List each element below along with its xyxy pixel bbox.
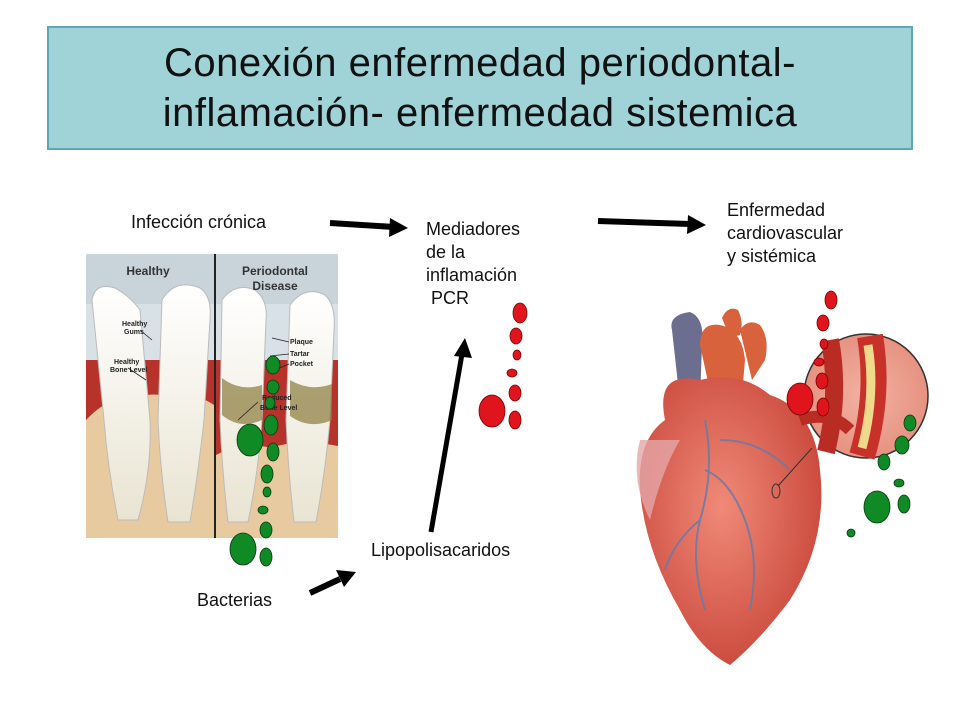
tooth-label: Healthy <box>114 359 139 366</box>
tooth-label: Tartar <box>290 351 310 358</box>
bacteria-dot <box>846 528 856 538</box>
label-mediadores-line: inflamación <box>426 265 518 285</box>
bacteria-dot <box>893 478 905 488</box>
artery-detail <box>798 333 887 460</box>
bacteria-dots <box>229 355 917 567</box>
healthy-tooth-left <box>91 286 151 521</box>
aorta-branch <box>722 308 742 338</box>
bacteria-dot <box>260 464 274 484</box>
label-bacterias: Bacterias <box>197 590 273 610</box>
tartar <box>290 380 332 425</box>
bacteria-dot <box>264 396 276 410</box>
label-enfermedad: Enfermedad cardiovascular y sistémica <box>727 199 843 268</box>
label-pcr: PCR <box>426 288 470 308</box>
mediator-dot <box>815 372 829 390</box>
mediator-dot <box>819 338 829 350</box>
bacteria-dot <box>229 532 257 566</box>
mediator-dot <box>512 302 528 324</box>
tooth-label: Bone Level <box>110 367 147 374</box>
tooth-label: Reduced <box>262 395 292 402</box>
bacteria-dot <box>265 355 281 375</box>
tooth-illustration: Healthy Periodontal Disease Healthy Gums… <box>86 254 338 538</box>
label-lipopolisacaridos: Lipopolisacaridos <box>371 540 511 560</box>
tooth-label: Plaque <box>290 339 313 346</box>
tooth-label: Gums <box>124 329 144 336</box>
mediator-dots <box>478 290 838 430</box>
arrows <box>308 215 706 596</box>
tooth-label: Pocket <box>290 361 314 368</box>
mediator-dot <box>478 394 506 428</box>
mediator-dot <box>508 384 522 402</box>
bacteria-dot <box>863 490 891 524</box>
bacteria-dot <box>259 521 273 539</box>
arrow-mediadores-to-enfermedad <box>597 215 706 234</box>
healthy-tooth-right <box>157 284 211 523</box>
mediator-dot <box>816 314 830 332</box>
title-line-2: inflamación- enfermedad sistemica <box>162 91 798 135</box>
label-enfermedad-line: Enfermedad <box>727 200 826 220</box>
bacteria-dot <box>257 505 269 515</box>
aorta-branch <box>740 322 767 380</box>
label-infeccion-cronica: Infección crónica <box>131 212 267 232</box>
mediator-dot <box>508 410 522 430</box>
tooth-header-periodontal: Periodontal <box>242 264 308 278</box>
tooth-header-healthy: Healthy <box>126 264 170 278</box>
bacteria-dot <box>266 442 280 462</box>
arrow-lipopolisacaridos-to-pcr <box>428 338 472 533</box>
bacteria-dot <box>262 486 272 498</box>
label-enfermedad-line: y sistémica <box>727 246 817 266</box>
title-box: Conexión enfermedad periodontal- inflama… <box>47 26 913 150</box>
mediator-dot <box>824 290 838 310</box>
bacteria-dot <box>897 494 911 514</box>
tooth-label: Bone Level <box>260 405 297 412</box>
label-mediadores-line: de la <box>426 242 466 262</box>
title-line-1: Conexión enfermedad periodontal- <box>164 41 796 85</box>
mediator-dot <box>506 368 518 378</box>
bacteria-dot <box>877 453 891 471</box>
bacteria-dot <box>266 379 280 395</box>
mediator-dot <box>816 397 830 417</box>
mediator-dot <box>813 357 825 367</box>
bacteria-dot <box>236 423 264 457</box>
mediator-dot <box>786 382 814 416</box>
tartar <box>222 378 262 424</box>
arrow-bacterias-to-lipopolisacaridos <box>308 570 356 596</box>
bacteria-dot <box>263 414 279 436</box>
mediator-dot <box>512 349 522 361</box>
atrium <box>636 440 680 520</box>
mediator-dot <box>509 327 523 345</box>
arrow-infeccion-to-mediadores <box>329 218 408 237</box>
label-mediadores-line: Mediadores <box>426 219 521 239</box>
bacteria-dot <box>259 547 273 567</box>
heart-illustration <box>636 308 929 665</box>
label-mediadores: Mediadores de la inflamación PCR <box>426 218 520 310</box>
zoom-leader <box>777 447 813 487</box>
label-enfermedad-line: cardiovascular <box>727 223 844 243</box>
heart-body <box>639 377 822 665</box>
zoom-origin <box>771 483 781 499</box>
bacteria-dot <box>894 435 910 455</box>
tooth-header-disease: Disease <box>252 279 298 293</box>
tooth-label: Healthy <box>122 321 147 328</box>
bacteria-dot <box>903 414 917 432</box>
